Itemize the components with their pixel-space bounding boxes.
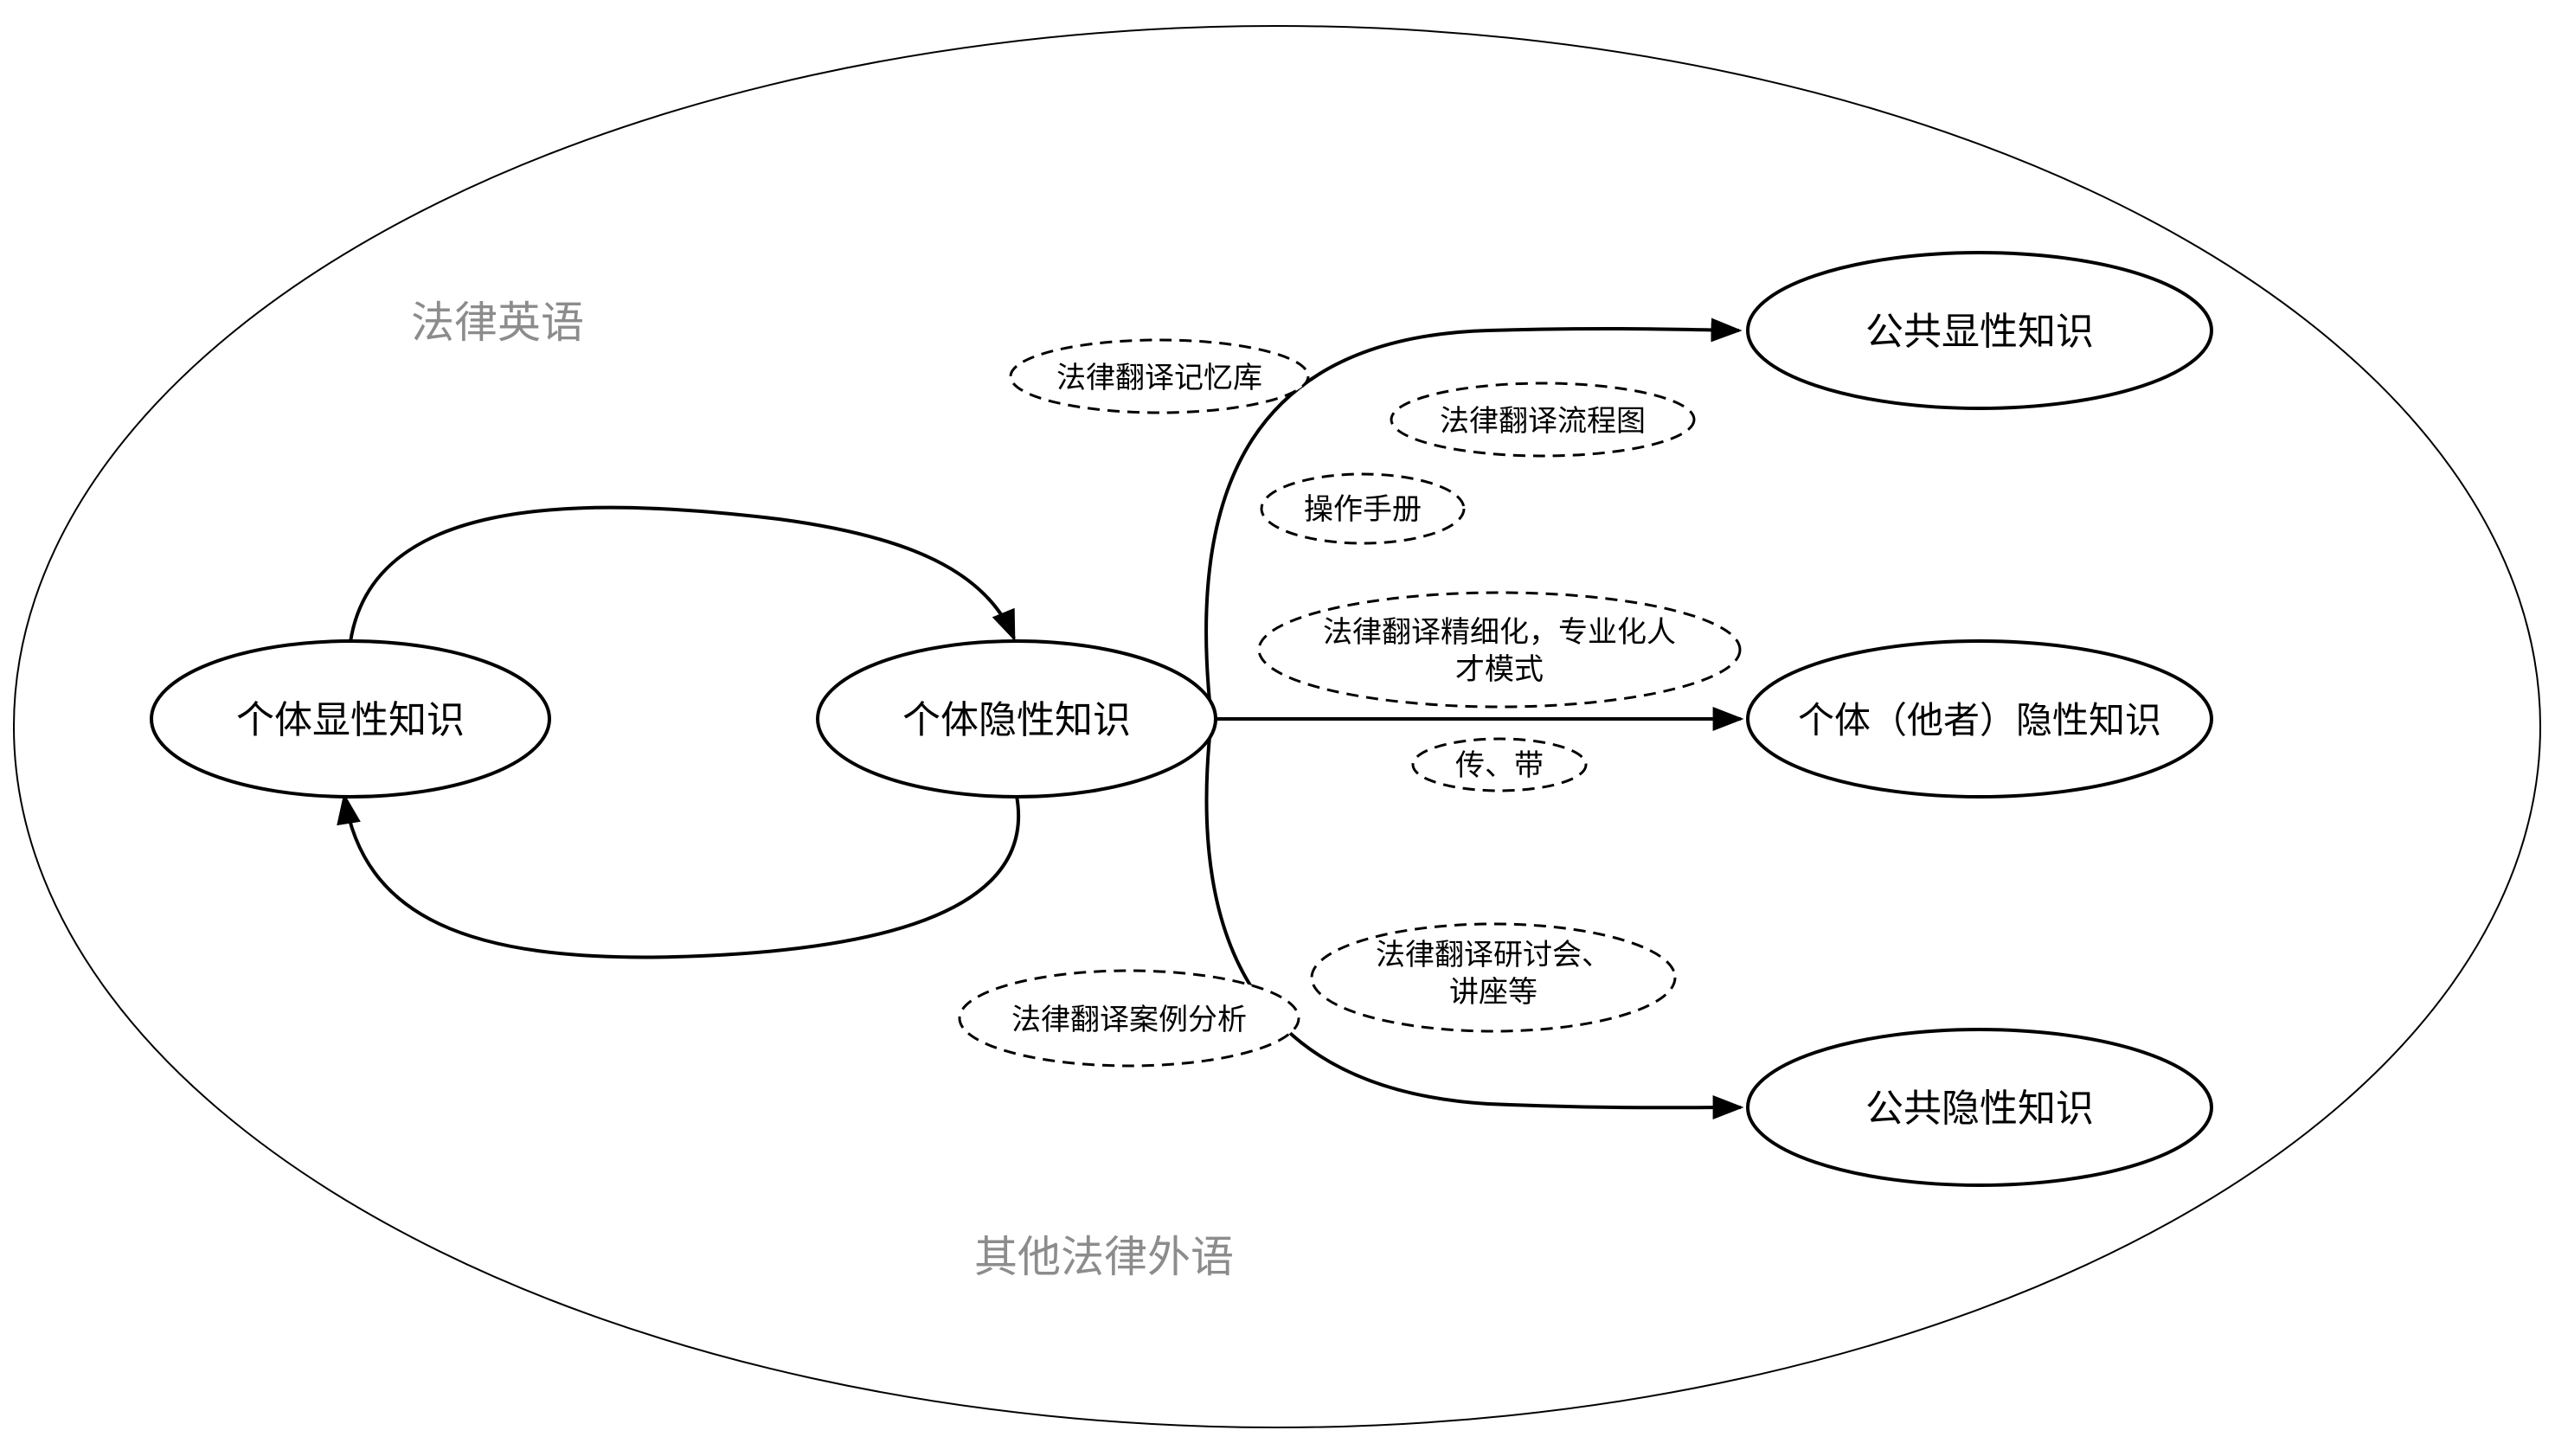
node-public-explicit-label: 公共显性知识 <box>1865 310 2094 354</box>
method-translation-memory-label: 法律翻译记忆库 <box>1056 361 1262 395</box>
node-public-tacit-label: 公共隐性知识 <box>1865 1087 2094 1131</box>
method-seminars-label-line2: 讲座等 <box>1449 975 1537 1010</box>
method-translation-memory: 法律翻译记忆库 <box>1009 338 1310 414</box>
region-label-other-legal-languages: 其他法律外语 <box>974 1232 1234 1282</box>
arrow-to-public-explicit <box>1204 317 1743 719</box>
method-talent-model-label-line2: 才模式 <box>1455 652 1544 687</box>
method-translation-flowchart-label: 法律翻译流程图 <box>1440 404 1646 439</box>
method-operation-manual: 操作手册 <box>1260 472 1466 545</box>
node-public-explicit: 公共显性知识 <box>1746 251 2213 410</box>
outer-boundary <box>13 25 2541 1428</box>
arrow-tacit-to-explicit <box>337 792 1020 959</box>
node-other-individual-tacit-label: 个体（他者）隐性知识 <box>1798 699 2161 741</box>
method-seminars-label-line1: 法律翻译研讨会、 <box>1376 938 1611 972</box>
node-individual-explicit: 个体显性知识 <box>150 639 551 799</box>
arrow-explicit-to-tacit <box>349 505 1016 643</box>
arrow-to-public-tacit <box>1204 719 1744 1120</box>
method-operation-manual-label: 操作手册 <box>1304 492 1422 527</box>
method-translation-flowchart: 法律翻译流程图 <box>1390 382 1696 458</box>
method-mentoring: 传、带 <box>1411 737 1588 792</box>
method-case-analysis: 法律翻译案例分析 <box>958 969 1300 1068</box>
region-label-legal-english: 法律英语 <box>411 298 584 348</box>
method-talent-model: 法律翻译精细化，专业化人 才模式 <box>1257 591 1742 709</box>
method-case-analysis-label: 法律翻译案例分析 <box>1011 1003 1247 1037</box>
node-individual-tacit-label: 个体隐性知识 <box>902 698 1131 742</box>
node-individual-tacit: 个体隐性知识 <box>816 639 1217 799</box>
method-seminars: 法律翻译研讨会、 讲座等 <box>1310 922 1677 1033</box>
method-mentoring-label: 传、带 <box>1455 748 1544 783</box>
node-other-individual-tacit: 个体（他者）隐性知识 <box>1746 639 2213 799</box>
method-talent-model-label-line1: 法律翻译精细化，专业化人 <box>1323 615 1676 650</box>
node-individual-explicit-label: 个体显性知识 <box>236 698 465 742</box>
node-public-tacit: 公共隐性知识 <box>1746 1028 2213 1187</box>
